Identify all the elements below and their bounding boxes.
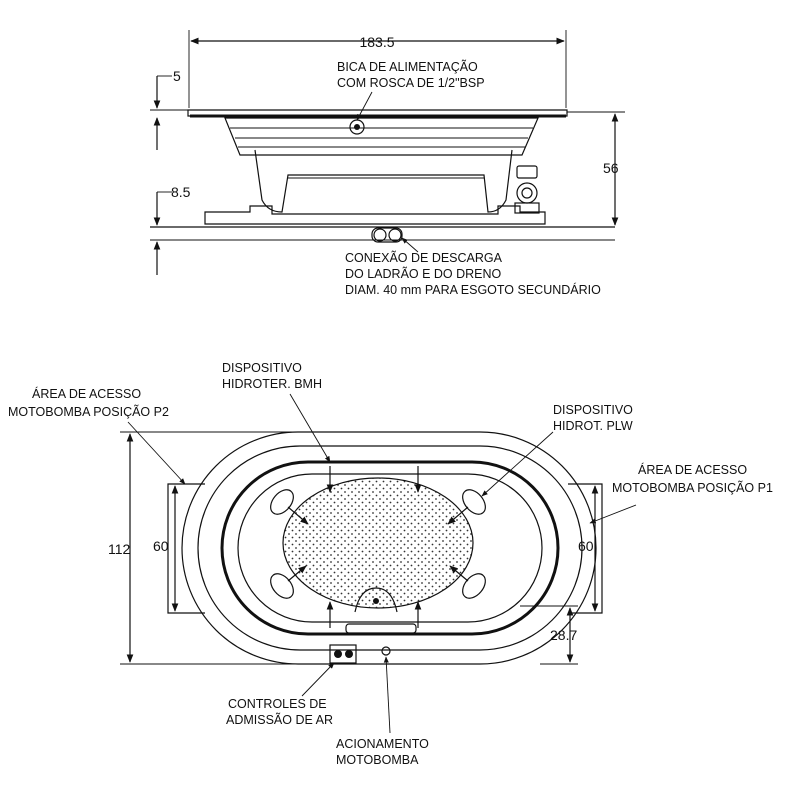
- label-plw-line1: DISPOSITIVO: [553, 403, 633, 417]
- access-area-p2: [167, 483, 205, 614]
- dim-base: 8.5: [171, 184, 191, 200]
- label-bmh-line2: HIDROTER. BMH: [222, 377, 322, 391]
- access-area-p1: [568, 483, 603, 614]
- dim-height: 56: [603, 160, 619, 176]
- dim-rim: 5: [173, 68, 181, 84]
- dim-width: 183.5: [359, 34, 394, 50]
- label-bmh-line1: DISPOSITIVO: [222, 361, 302, 375]
- label-drain-line1: CONEXÃO DE DESCARGA: [345, 251, 503, 265]
- jet-nozzles: [270, 466, 486, 628]
- tub-rim: [187, 109, 568, 117]
- pump-fitting-icon: [514, 165, 540, 214]
- side-view: 183.5: [150, 30, 625, 297]
- dotted-floor: [282, 477, 474, 609]
- label-access-p1-line2: MOTOBOMBA POSIÇÃO P1: [612, 481, 773, 495]
- label-access-p1-line1: ÁREA DE ACESSO: [638, 462, 747, 477]
- drain-fitting-icon: [371, 227, 403, 243]
- drain-icon: [354, 587, 398, 613]
- top-view: 112 60 60 28.7 ÁREA DE ACESSO MOTOBOMBA …: [8, 361, 773, 767]
- label-drain-line3: DIAM. 40 mm PARA ESGOTO SECUNDÁRIO: [345, 282, 601, 297]
- label-pump-line1: ACIONAMENTO: [336, 737, 429, 751]
- basin-outline: [220, 460, 560, 636]
- dim-total-depth: 112: [108, 541, 131, 557]
- label-air-line2: ADMISSÃO DE AR: [226, 713, 333, 727]
- label-air-line1: CONTROLES DE: [228, 697, 327, 711]
- label-pump-line2: MOTOBOMBA: [336, 753, 419, 767]
- label-plw-line2: HIDROT. PLW: [553, 419, 633, 433]
- dim-access-left: 60: [153, 538, 169, 554]
- label-access-p2-line1: ÁREA DE ACESSO: [32, 386, 141, 401]
- tub-base: [204, 205, 546, 225]
- label-spout-line1: BICA DE ALIMENTAÇÃO: [337, 60, 478, 74]
- dim-access-right: 60: [578, 538, 594, 554]
- label-access-p2-line2: MOTOBOMBA POSIÇÃO P2: [8, 405, 169, 419]
- label-spout-line2: COM ROSCA DE 1/2"BSP: [337, 76, 485, 90]
- tub-body: [224, 117, 539, 156]
- pump-button-icon: [381, 646, 391, 656]
- label-drain-line2: DO LADRÃO E DO DRENO: [345, 267, 502, 281]
- air-control-icon: [329, 644, 357, 664]
- dim-offset: 28.7: [550, 627, 577, 643]
